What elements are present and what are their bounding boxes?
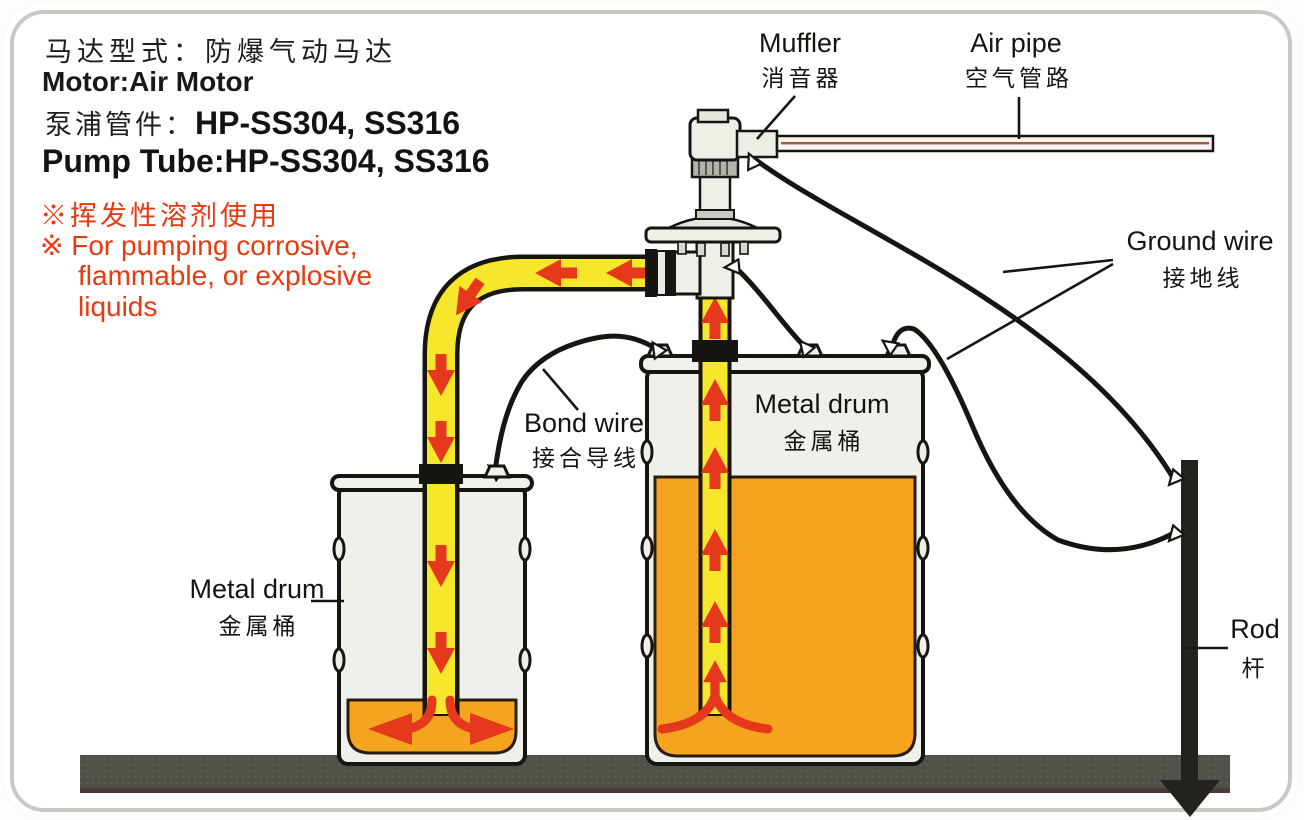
- svg-text:金属桶: 金属桶: [219, 613, 300, 639]
- liquid-large: [653, 475, 917, 758]
- pump-tube-line: 泵浦管件： HP-SS304, SS316: [45, 103, 460, 142]
- motor-cap: [696, 108, 730, 124]
- suction-tube: [657, 293, 773, 734]
- label-bond-wire: Bond wire 接合导线: [524, 408, 644, 471]
- bung-small: [419, 464, 463, 484]
- warning-en-line1: ※ For pumping corrosive,: [40, 230, 358, 261]
- ground-wire-from-drum: [889, 325, 1175, 553]
- label-muffler: Muffler 消音器: [759, 28, 843, 91]
- ground-rod: [1160, 460, 1220, 817]
- svg-text:Metal drum: Metal drum: [754, 389, 889, 419]
- ground-wire-pointers: [946, 258, 1114, 361]
- label-metal-drum-small: Metal drum 金属桶: [189, 574, 324, 639]
- air-motor-assembly: [644, 108, 1215, 300]
- pump-tube-value: HP-SS304, SS316: [195, 105, 461, 141]
- intake-flow: [657, 693, 773, 734]
- svg-text:接合导线: 接合导线: [532, 445, 640, 471]
- svg-text:Bond wire: Bond wire: [524, 408, 644, 438]
- motor-type-en: Motor:Air Motor: [42, 66, 254, 97]
- label-metal-drum-large: Metal drum 金属桶: [754, 389, 889, 454]
- outflow-arrow-right: [470, 713, 514, 745]
- pump-tube-label-zh: 泵浦管件：: [45, 110, 195, 140]
- ground-wire-from-muffler: [753, 157, 1175, 479]
- svg-text:消音器: 消音器: [762, 65, 843, 91]
- warning-zh: ※挥发性溶剂使用: [40, 201, 280, 231]
- svg-text:Air pipe: Air pipe: [970, 28, 1062, 58]
- discharge-hose: [368, 254, 672, 745]
- motor-type-zh: 马达型式：防爆气动马达: [45, 37, 397, 67]
- outflow-split: [407, 695, 475, 733]
- label-ground-wire: Ground wire 接地线: [1126, 226, 1273, 291]
- bung-large: [692, 340, 738, 362]
- rod-arrow-down: [1160, 780, 1220, 817]
- warning-en-line3: liquids: [78, 291, 158, 322]
- drum-lid-large: [639, 354, 931, 374]
- label-air-pipe: Air pipe 空气管路: [965, 28, 1073, 91]
- svg-text:接地线: 接地线: [1163, 265, 1244, 291]
- muffler: [735, 129, 779, 159]
- flange-plate: [644, 226, 782, 244]
- hose-fitting: [645, 249, 657, 297]
- outflow-arrow-left: [368, 713, 412, 745]
- motor-body: [688, 116, 742, 162]
- svg-text:Ground wire: Ground wire: [1126, 226, 1273, 256]
- svg-text:Metal drum: Metal drum: [189, 574, 324, 604]
- bond-wire-drum-to-drum: [492, 333, 661, 475]
- svg-text:Muffler: Muffler: [759, 28, 841, 58]
- pump-tube-en: Pump Tube:HP-SS304, SS316: [42, 143, 490, 179]
- svg-text:空气管路: 空气管路: [965, 65, 1073, 91]
- svg-text:Rod: Rod: [1230, 614, 1280, 644]
- label-rod: Rod 杆: [1230, 614, 1280, 681]
- bond-wire-pointer: [542, 368, 579, 411]
- svg-text:杆: 杆: [1242, 655, 1269, 681]
- warning-en-line2: flammable, or explosive: [78, 260, 373, 291]
- svg-text:金属桶: 金属桶: [784, 428, 865, 454]
- muffler-pointer: [756, 95, 796, 140]
- air-pipe: [775, 134, 1215, 153]
- bond-wire-pump-to-drum: [731, 263, 809, 351]
